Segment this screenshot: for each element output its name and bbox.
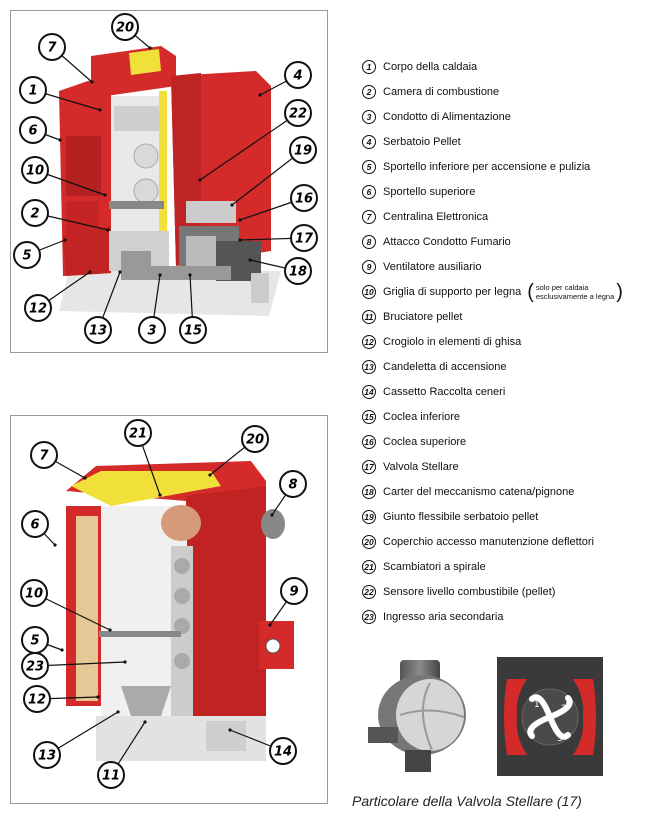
- callout-circle: [111, 13, 139, 41]
- callout-number: 7: [39, 449, 49, 464]
- callout-number: 6: [30, 518, 39, 533]
- callout-number: 16: [295, 192, 313, 207]
- callout-circle: [124, 419, 152, 447]
- callout-number: 8: [288, 478, 297, 493]
- callout-number: 13: [89, 324, 107, 339]
- callout-circle: [21, 199, 49, 227]
- callout-number: 17: [295, 232, 314, 247]
- callout-circle: [13, 241, 41, 269]
- callout-number: 20: [246, 433, 264, 448]
- callout-circle: [290, 224, 318, 252]
- callout-circle: [84, 316, 112, 344]
- callout-circle: [284, 257, 312, 285]
- callout-circle: [20, 579, 48, 607]
- top-boiler-cutaway: [59, 46, 281, 316]
- callout-number: 20: [116, 21, 134, 36]
- callout-circle: [284, 99, 312, 127]
- valve-sector-label: 1: [534, 700, 540, 710]
- callout-circle: [138, 316, 166, 344]
- callout-circle: [19, 76, 47, 104]
- callout-number: 6: [28, 124, 37, 139]
- callout-circle: [269, 737, 297, 765]
- callout-circle: [290, 184, 318, 212]
- callout-number: 21: [129, 427, 147, 442]
- callout-circle: [23, 685, 51, 713]
- callout-number: 12: [29, 302, 47, 317]
- callout-number: 10: [26, 164, 44, 179]
- callout-circle: [179, 316, 207, 344]
- callout-number: 23: [26, 660, 44, 675]
- valve-sector-label: 4: [529, 725, 535, 735]
- rotary-valve-schematic: 1 2 3 4: [497, 657, 603, 776]
- callout-number: 19: [294, 144, 312, 159]
- callout-number: 4: [292, 69, 302, 84]
- callout-circle: [33, 741, 61, 769]
- rotary-valve-photo: [360, 655, 478, 775]
- callout-number: 5: [30, 634, 39, 649]
- callout-circle: [21, 510, 49, 538]
- callout-number: 10: [25, 587, 43, 602]
- callout-number: 3: [147, 324, 156, 339]
- top-diagram-panel: [10, 10, 328, 353]
- callout-circle: [19, 116, 47, 144]
- callout-number: 12: [28, 693, 46, 708]
- callout-circle: [38, 33, 66, 61]
- callout-circle: [21, 156, 49, 184]
- callout-number: 5: [22, 249, 31, 264]
- callout-number: 13: [38, 749, 56, 764]
- callout-circle: [30, 441, 58, 469]
- callout-circle: [97, 761, 125, 789]
- callout-number: 1: [28, 84, 37, 99]
- valve-sector-label: 3: [557, 734, 563, 744]
- callout-circle: [24, 294, 52, 322]
- callout-number: 15: [184, 324, 202, 339]
- callout-circle: [241, 425, 269, 453]
- valve-sector-label: 2: [561, 704, 567, 714]
- callout-number: 2: [30, 207, 39, 222]
- callout-number: 11: [102, 769, 120, 784]
- callout-circle: [280, 577, 308, 605]
- callout-number: 9: [289, 585, 298, 600]
- callout-number: 7: [47, 41, 57, 56]
- callout-number: 22: [289, 107, 307, 122]
- callout-number: 14: [274, 745, 292, 760]
- valve-caption: Particolare della Valvola Stellare (17): [352, 793, 582, 809]
- callout-number: 18: [289, 265, 307, 280]
- callout-circle: [289, 136, 317, 164]
- callout-circle: [21, 652, 49, 680]
- callout-circle: [279, 470, 307, 498]
- callout-circle: [284, 61, 312, 89]
